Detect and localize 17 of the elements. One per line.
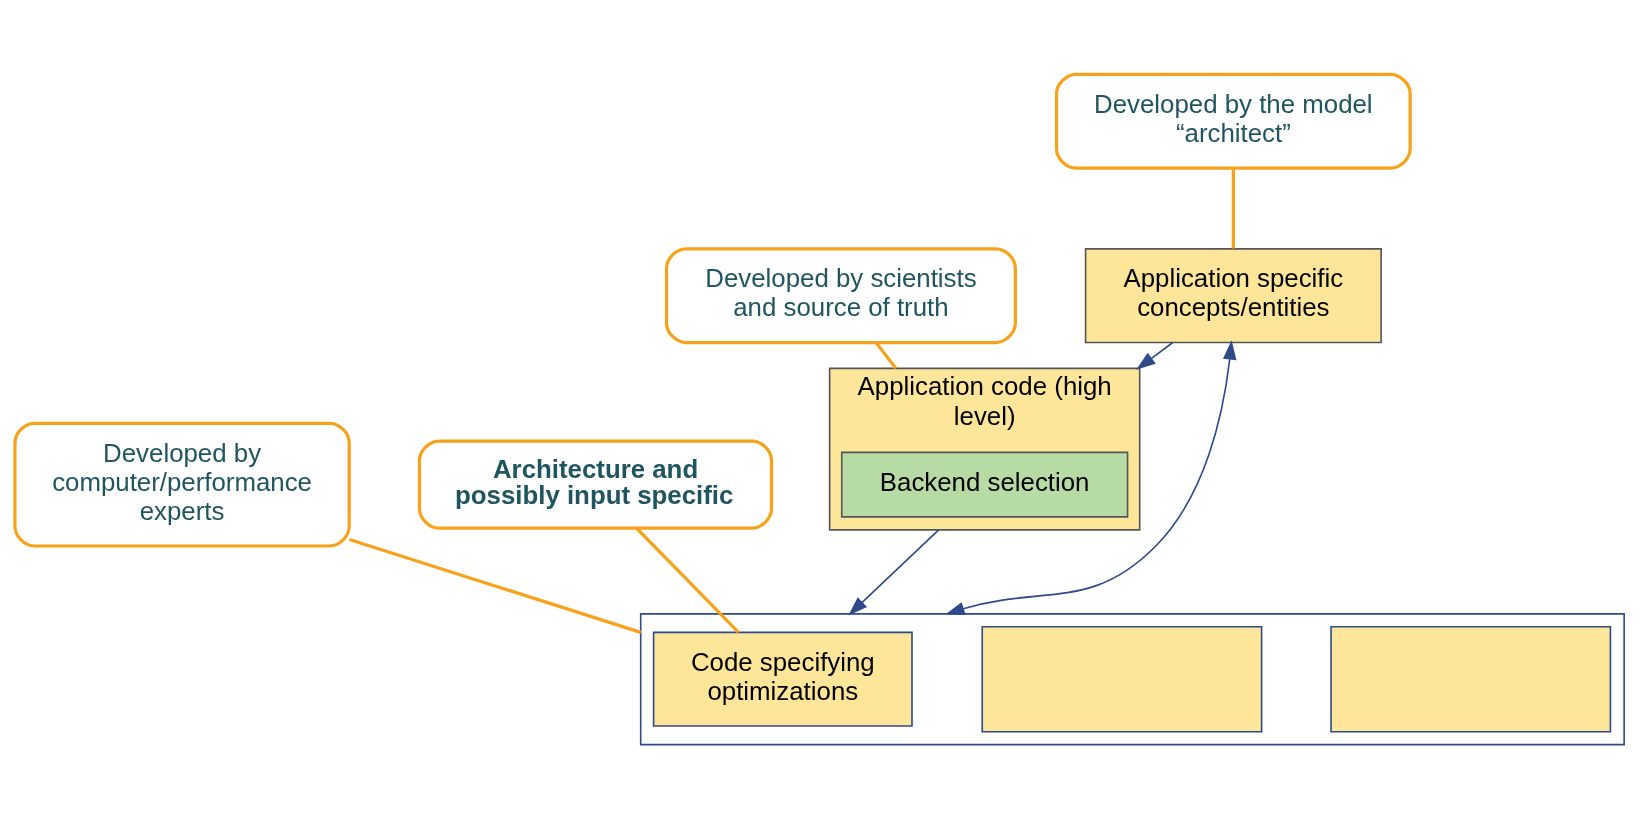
node-box: Developed by the model “architect”	[1054, 72, 1412, 170]
node-box	[1330, 625, 1612, 732]
connector	[1231, 167, 1235, 248]
node-box: Backend selection	[840, 451, 1129, 518]
connector	[635, 526, 740, 633]
arrow	[945, 339, 1237, 615]
arrow	[1136, 341, 1174, 370]
node-box: Application specific concepts/entities	[1084, 247, 1382, 343]
node-box: Code specifying optimizations	[652, 631, 913, 727]
node-box: Developed by computer/performance experts	[13, 421, 351, 548]
node-box	[981, 625, 1263, 732]
node-box: Architecture and possibly input specific	[417, 438, 774, 530]
cluster	[639, 612, 1625, 745]
connector	[348, 537, 642, 634]
connector	[874, 341, 898, 369]
node-box: Developed by scientists and source of truth	[664, 246, 1017, 344]
arrow	[848, 528, 940, 615]
